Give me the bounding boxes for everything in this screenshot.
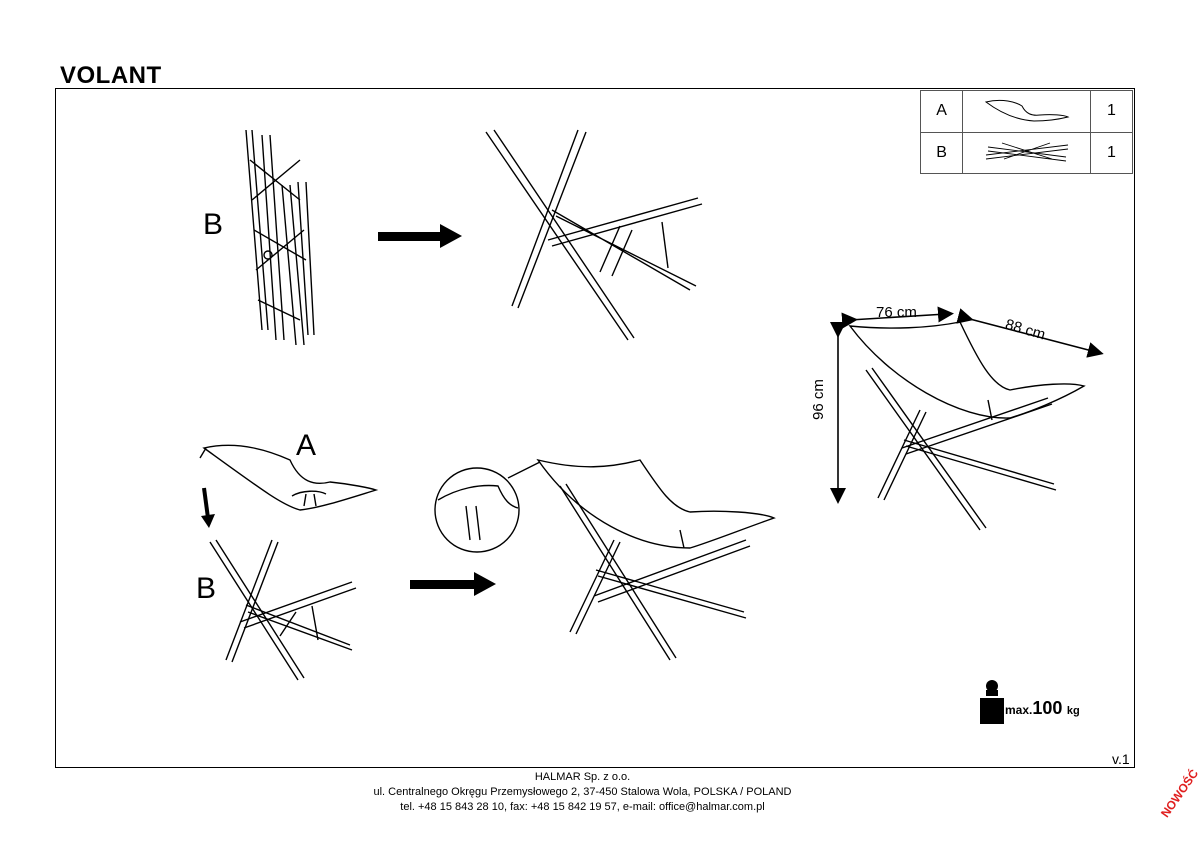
folded-frame-icon — [962, 131, 1091, 174]
version-label: v.1 — [1112, 751, 1130, 767]
step2-seat-label: A — [296, 429, 317, 462]
footer-company: HALMAR Sp. z o.o. — [534, 771, 631, 783]
part-label: A — [919, 90, 964, 133]
footer-address: ul. Centralnego Okręgu Przemysłowego 2, … — [373, 786, 792, 798]
detail-zoom-circle — [434, 461, 541, 553]
fabric-seat-icon — [962, 90, 1091, 133]
dimension-height: 96 cm — [810, 379, 827, 420]
max-load: max.100 kg — [1005, 698, 1080, 719]
step2-frame-label: B — [196, 572, 217, 605]
arrow-down-icon — [201, 487, 215, 528]
parts-row: B 1 — [919, 131, 1134, 174]
parts-list-table: A 1 B 1 — [919, 90, 1134, 174]
frame-b-illustration — [209, 539, 357, 681]
max-load-prefix: max. — [1005, 703, 1033, 717]
dimension-width: 76 cm — [876, 304, 917, 321]
folded-frame-illustration — [245, 129, 315, 346]
instruction-frame — [55, 88, 1135, 768]
unfolded-frame-illustration — [485, 129, 703, 341]
max-load-unit: kg — [1066, 705, 1080, 717]
max-load-value: 100 — [1032, 698, 1063, 718]
arrow-right-icon — [410, 572, 496, 596]
part-label: B — [919, 131, 964, 174]
company-footer: HALMAR Sp. z o.o. ul. Centralnego Okręgu… — [0, 770, 1165, 815]
part-quantity: 1 — [1089, 131, 1134, 174]
footer-contact: tel. +48 15 843 28 10, fax: +48 15 842 1… — [400, 801, 765, 813]
dimension-chair-illustration — [848, 321, 1086, 531]
arrow-right-icon — [378, 224, 462, 248]
dimension-lines — [830, 306, 1104, 504]
weight-icon — [980, 680, 1004, 724]
parts-row: A 1 — [919, 90, 1134, 133]
step1-part-label: B — [203, 208, 224, 241]
part-quantity: 1 — [1089, 90, 1134, 133]
document-title: VOLANT — [60, 62, 162, 89]
seat-fabric-illustration — [199, 444, 379, 511]
assembled-chair-illustration — [536, 458, 776, 661]
